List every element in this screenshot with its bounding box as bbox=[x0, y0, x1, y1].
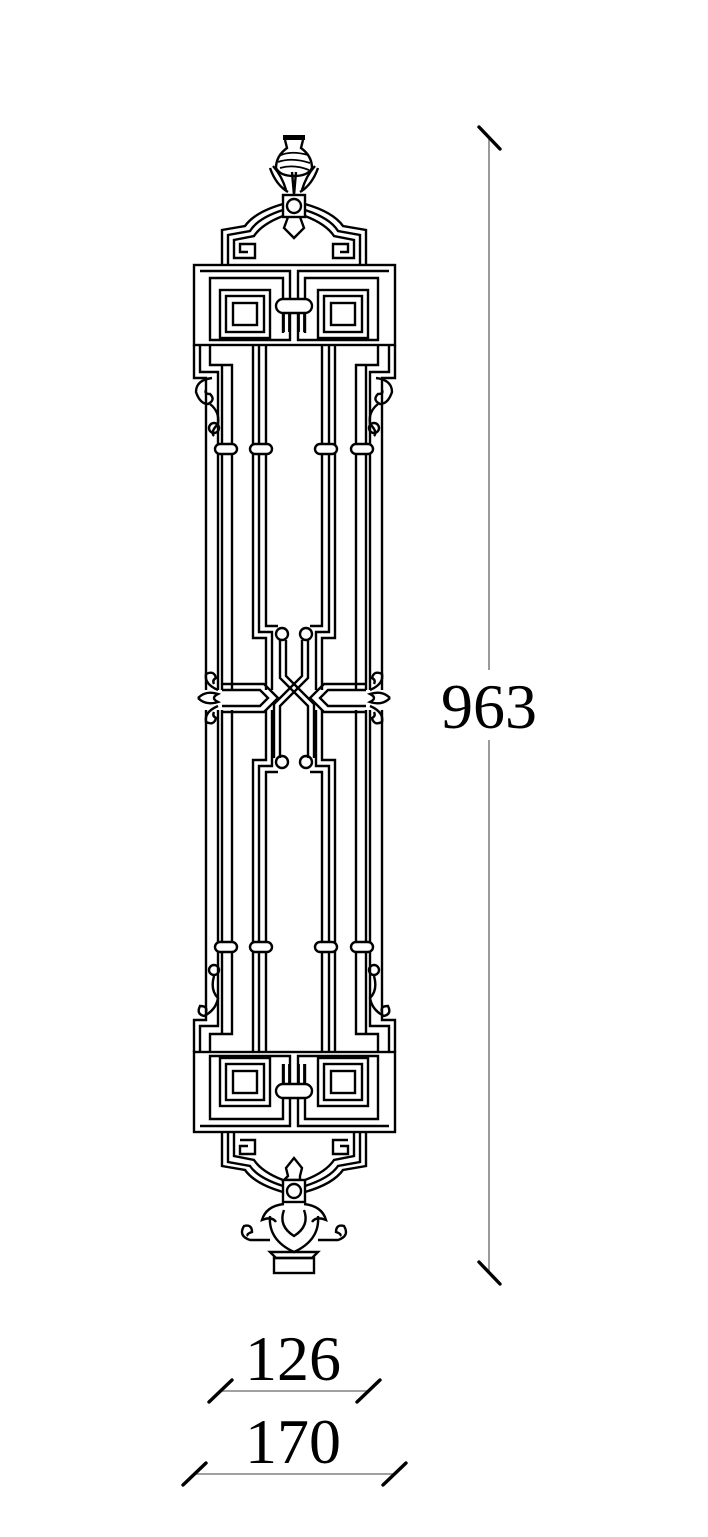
outer-width-dimension: 170 bbox=[181, 1406, 408, 1487]
center-cross bbox=[222, 626, 366, 770]
bottom-arch bbox=[220, 1132, 368, 1194]
top-arch bbox=[220, 202, 368, 265]
ornament-panel bbox=[192, 135, 397, 1275]
inner-width-dimension-label: 126 bbox=[245, 1323, 341, 1394]
inner-width-dimension: 126 bbox=[207, 1323, 382, 1404]
bottom-finial bbox=[240, 1156, 348, 1275]
height-dimension: 963 bbox=[441, 125, 537, 1286]
bar-collars bbox=[213, 442, 375, 954]
lower-side-scrolls bbox=[197, 963, 391, 1018]
outer-width-dimension-label: 170 bbox=[245, 1406, 341, 1477]
upper-side-scrolls bbox=[194, 376, 394, 437]
vertical-bars bbox=[192, 345, 397, 1052]
top-finial bbox=[268, 135, 320, 240]
upper-fret-block bbox=[192, 263, 397, 347]
lower-fret-block bbox=[192, 1050, 397, 1134]
height-dimension-label: 963 bbox=[441, 671, 537, 742]
center-side-fleurs bbox=[197, 671, 391, 725]
